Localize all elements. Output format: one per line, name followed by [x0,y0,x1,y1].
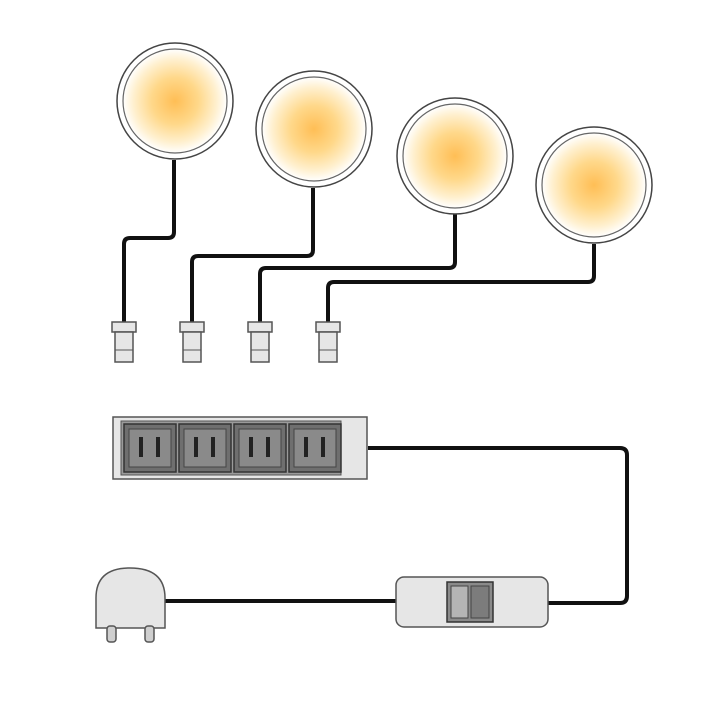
led-puck-light-icon [396,97,514,215]
distributor-socket [178,423,232,473]
led-puck-light-icon [535,126,653,244]
cable-light-1 [122,160,176,322]
cable-light-3 [258,214,457,322]
connectors-group [111,321,341,363]
led-puck-light-icon [255,70,373,188]
lights-group [116,42,653,244]
distributor-socket [288,423,342,473]
cable-light-2 [190,188,315,322]
cable-light-4 [326,244,596,322]
led-puck-light-icon [116,42,234,160]
cable-distributor-to-switch [368,446,629,605]
distributor-socket [123,423,177,473]
light-cables [122,160,596,322]
mini-plug-connector-icon [247,321,273,363]
inline-switch-icon [395,576,549,628]
mini-plug-connector-icon [315,321,341,363]
distributor-socket [233,423,287,473]
mains-cable [165,446,629,605]
mini-plug-connector-icon [179,321,205,363]
distributor-sockets [123,423,342,473]
mini-plug-connector-icon [111,321,137,363]
power-plug-icon [95,567,166,643]
distributor-socket-icon [112,416,368,480]
